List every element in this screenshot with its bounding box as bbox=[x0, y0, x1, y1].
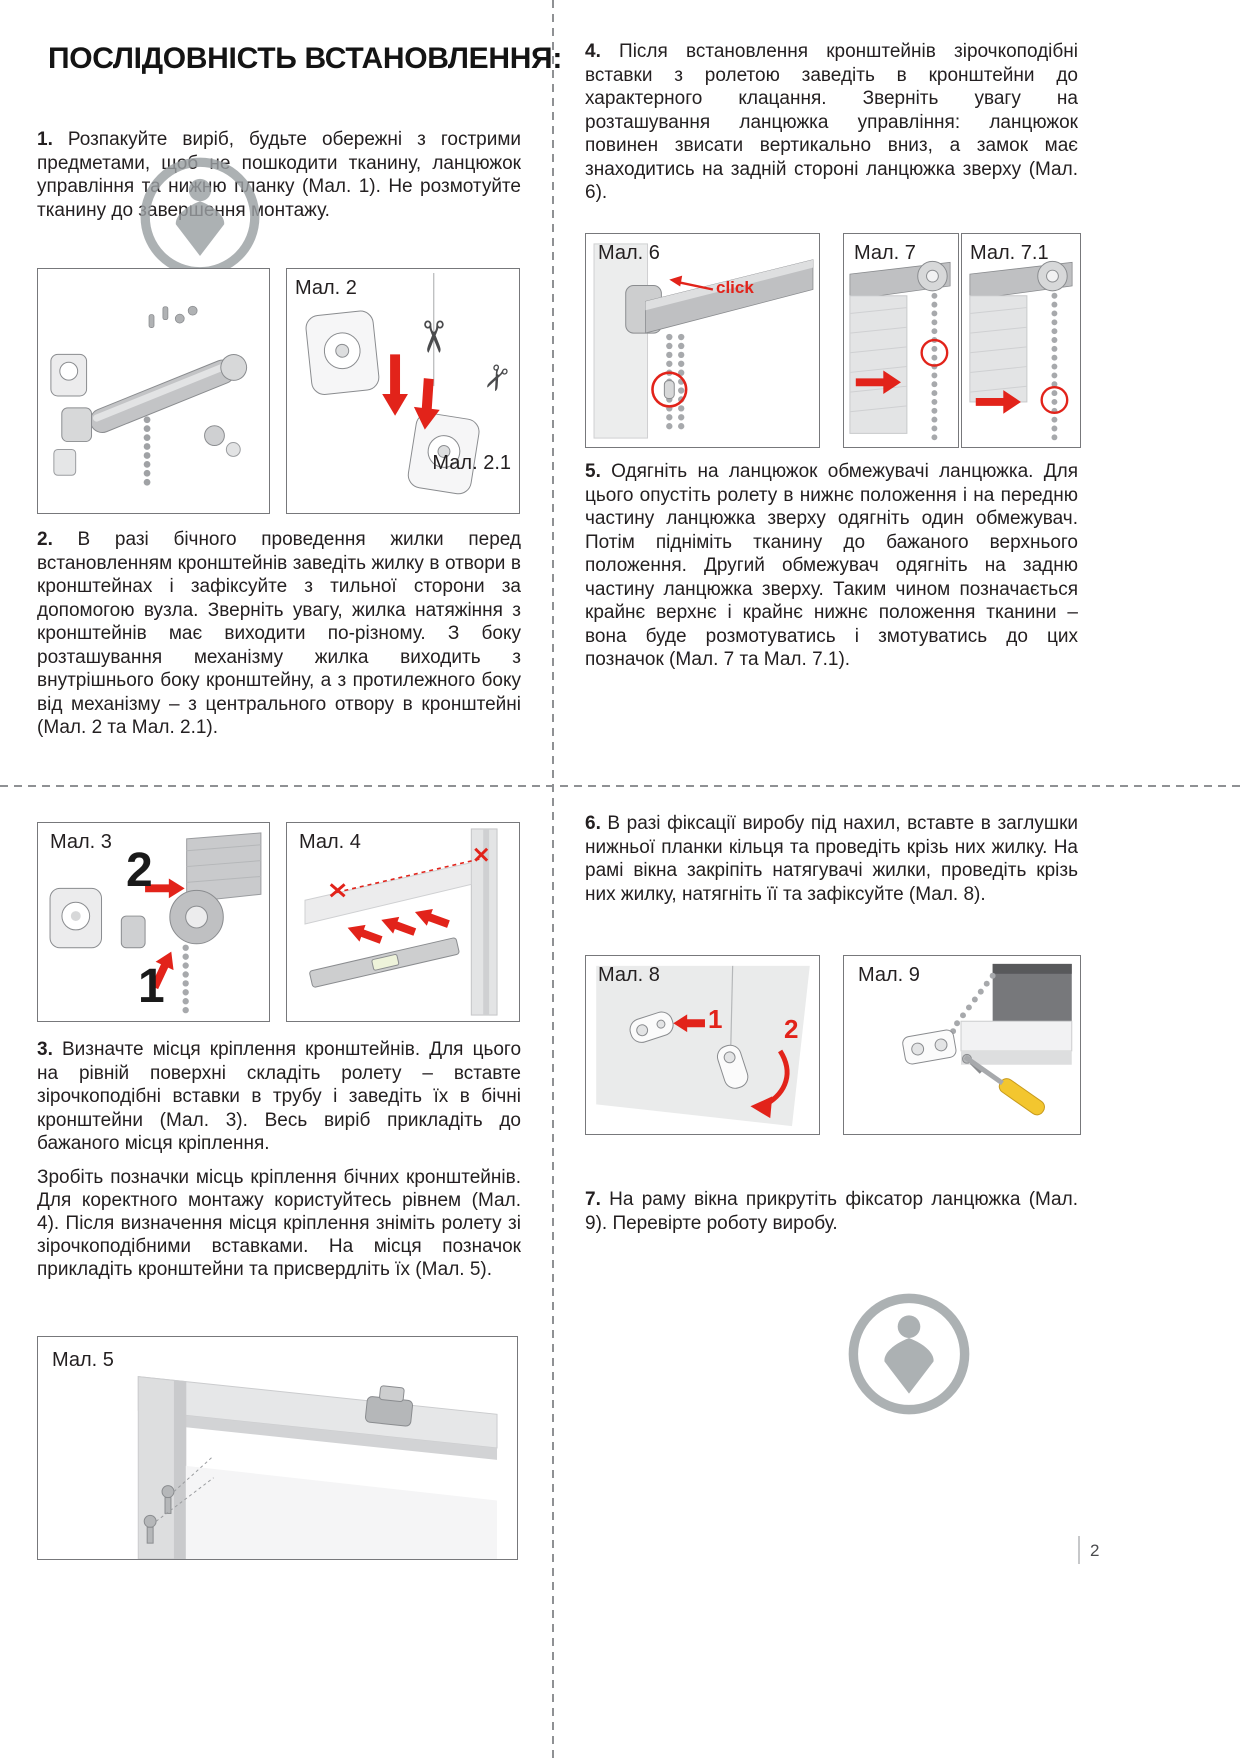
figure-9-box: Мал. 9 bbox=[843, 955, 1081, 1135]
bracket-icon bbox=[364, 1385, 414, 1427]
page-number: 2 bbox=[1090, 1541, 1100, 1560]
click-label: click bbox=[716, 278, 754, 297]
figure-5-label: Мал. 5 bbox=[52, 1349, 114, 1371]
footer-divider bbox=[1078, 1536, 1080, 1564]
step-3-text: Визначте місця кріплення кронштейнів. Дл… bbox=[37, 1039, 522, 1154]
figure-2-label: Мал. 2 bbox=[295, 277, 357, 299]
figure-5-box: Мал. 5 bbox=[37, 1336, 518, 1560]
step-3: 3. Визначте місця кріплення кронштейнів.… bbox=[37, 1038, 521, 1156]
chain-icon bbox=[143, 416, 151, 486]
step-2: 2. В разі бічного проведення жилки перед… bbox=[37, 528, 521, 740]
page-title: ПОСЛІДОВНІСТЬ ВСТАНОВЛЕННЯ: bbox=[48, 42, 563, 75]
figure-2-box: Мал. 2 Мал. 2.1 ✂ ✂ bbox=[286, 268, 520, 514]
step-6: 6. В разі фіксації виробу під нахил, вст… bbox=[585, 812, 1078, 906]
scissors-icon: ✂ bbox=[472, 357, 518, 399]
vertical-dashed-divider bbox=[552, 0, 554, 1760]
figure-2-1-label: Мал. 2.1 bbox=[432, 452, 511, 474]
horizontal-dashed-divider bbox=[0, 785, 1245, 787]
chain-fixator-illustration bbox=[902, 963, 1073, 1116]
step-2-number: 2. bbox=[37, 529, 53, 550]
step-4-text: Після встановлення кронштейнів зірочкопо… bbox=[585, 41, 1079, 203]
watermark-logo-bottom bbox=[843, 1288, 975, 1420]
red-arrow-left bbox=[673, 1014, 705, 1033]
red-arrow-right bbox=[855, 370, 901, 395]
figure-4-box: Мал. 4 bbox=[286, 822, 520, 1022]
figure-8-step-mark-1: 1 bbox=[708, 1004, 723, 1034]
figure-4-label: Мал. 4 bbox=[299, 831, 361, 853]
roller-parts-illustration bbox=[50, 305, 248, 486]
step-2-text: В разі бічного проведення жилки перед вс… bbox=[37, 529, 521, 738]
figure-7-1-box: Мал. 7.1 bbox=[961, 233, 1081, 448]
figure-3-box: Мал. 3 2 1 bbox=[37, 822, 270, 1022]
chain-icon bbox=[950, 972, 996, 1035]
bracket-click-illustration bbox=[593, 243, 814, 439]
figure-7-label: Мал. 7 bbox=[854, 242, 916, 264]
step-1-number: 1. bbox=[37, 129, 53, 150]
figure-8-label: Мал. 8 bbox=[598, 964, 660, 986]
figure-8-step-mark-2: 2 bbox=[784, 1014, 799, 1044]
screws-icon bbox=[148, 305, 198, 328]
screws-icon bbox=[143, 1455, 214, 1544]
step-5: 5. Одягніть на ланцюжок обмежувачі ланцю… bbox=[585, 460, 1078, 672]
red-highlight-circle bbox=[920, 338, 949, 367]
step-3-continued: Зробіть позначки місць кріплення бічних … bbox=[37, 1166, 521, 1281]
step-6-text: В разі фіксації виробу під нахил, вставт… bbox=[585, 813, 1078, 905]
spirit-level-icon bbox=[309, 937, 460, 988]
figure-8-box: Мал. 8 1 2 bbox=[585, 955, 820, 1135]
chain-icon bbox=[1051, 292, 1058, 441]
figure-6-label: Мал. 6 bbox=[598, 242, 660, 264]
red-arrow-down bbox=[413, 378, 440, 430]
step-5-number: 5. bbox=[585, 461, 601, 482]
figure-3-step-mark-1: 1 bbox=[138, 960, 165, 1013]
red-arrow-up bbox=[150, 951, 174, 990]
step-4: 4. Після встановлення кронштейнів зірочк… bbox=[585, 40, 1078, 205]
step-7: 7. На раму вікна прикрутіть фіксатор лан… bbox=[585, 1188, 1078, 1235]
figure-3-step-mark-2: 2 bbox=[126, 844, 153, 897]
red-highlight-circle bbox=[651, 371, 688, 408]
plumb-bob-icon bbox=[848, 1293, 970, 1415]
red-arrow bbox=[669, 275, 683, 287]
screwdriver-icon bbox=[963, 1054, 1045, 1116]
tensioner-part-icon bbox=[629, 1011, 674, 1043]
window-frame-bracket-illustration bbox=[137, 1376, 498, 1559]
watermark-logo-top bbox=[135, 152, 265, 282]
bracket-cord-illustration: ✂ ✂ bbox=[305, 273, 518, 495]
red-highlight-circle bbox=[1040, 386, 1069, 414]
scissors-icon: ✂ bbox=[408, 319, 456, 356]
tensioner-part-icon bbox=[716, 1044, 749, 1089]
step-1-text: Розпакуйте виріб, будьте обережні з гост… bbox=[37, 129, 522, 221]
cord-tensioner-illustration bbox=[596, 965, 810, 1127]
red-arrow-right bbox=[975, 390, 1021, 414]
step-3-number: 3. bbox=[37, 1039, 53, 1060]
step-6-number: 6. bbox=[585, 813, 601, 834]
figure-7-box: Мал. 7 bbox=[843, 233, 959, 448]
figure-3-label: Мал. 3 bbox=[50, 831, 112, 853]
fixator-part-icon bbox=[902, 1029, 957, 1065]
red-arrow-right bbox=[145, 878, 185, 899]
chain-icon bbox=[182, 944, 189, 1014]
step-3-continued-text: Зробіть позначки місць кріплення бічних … bbox=[37, 1167, 521, 1280]
red-x-marks bbox=[329, 847, 489, 898]
level-marking-illustration bbox=[304, 828, 498, 1016]
figure-6-box: Мал. 6 click bbox=[585, 233, 820, 448]
step-7-number: 7. bbox=[585, 1189, 601, 1210]
assembly-illustration bbox=[49, 832, 262, 1014]
step-5-text: Одягніть на ланцюжок обмежувачі ланцюжка… bbox=[585, 461, 1078, 670]
step-1: 1. Розпакуйте виріб, будьте обережні з г… bbox=[37, 128, 521, 222]
figure-7-1-label: Мал. 7.1 bbox=[970, 242, 1049, 264]
chain-limiter-illustration bbox=[849, 260, 951, 441]
step-7-text: На раму вікна прикрутіть фіксатор ланцюж… bbox=[585, 1189, 1078, 1234]
figure-1-box bbox=[37, 268, 270, 514]
step-4-number: 4. bbox=[585, 41, 601, 62]
chain-limiter-illustration bbox=[969, 260, 1073, 441]
red-arrows bbox=[347, 908, 450, 944]
red-arrow-down bbox=[382, 354, 408, 416]
plumb-bob-icon bbox=[140, 157, 260, 277]
figure-9-label: Мал. 9 bbox=[858, 964, 920, 986]
